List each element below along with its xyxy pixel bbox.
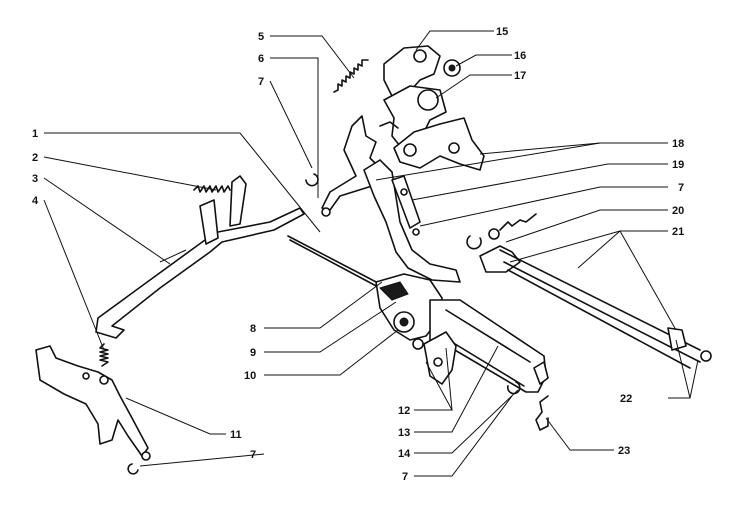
part-small-20 [466,213,537,250]
callout-16: 16 [514,50,526,62]
callout-4: 4 [32,195,39,207]
callout-7a: 7 [258,76,264,88]
callout-22: 22 [620,393,632,405]
callout-9: 9 [250,347,256,359]
callout-8: 8 [250,323,256,335]
callout-1: 1 [32,128,38,140]
callout-7c: 7 [402,471,408,483]
part-spring-5 [333,59,369,93]
leader-lines [43,30,699,477]
callout-17: 17 [514,70,526,82]
callout-12: 12 [398,405,410,417]
callout-7d: 7 [678,182,684,194]
part-spring-2 [193,185,231,193]
part-clip-14 [507,381,521,395]
part-clip-7b [305,173,319,187]
part-spring-4 [99,343,109,367]
callout-21: 21 [672,226,684,238]
part-vertical-link [363,159,461,283]
part-rod-1 [287,235,381,289]
part-lever-3 [95,175,305,339]
part-cluster-15-16-17 [379,45,485,171]
part-bracket-12-13 [423,299,549,393]
part-hook-23 [535,395,549,431]
callout-15: 15 [496,26,508,38]
callout-23: 23 [618,445,630,457]
callout-18: 18 [672,138,684,150]
callout-10: 10 [244,370,256,382]
part-housing-8-9-10 [375,273,443,350]
callout-labels: 1 2 3 4 5 6 7 8 9 10 11 7 12 13 14 7 15 … [32,26,684,483]
callout-14: 14 [398,448,411,460]
callout-13: 13 [398,427,410,439]
callout-2: 2 [32,152,38,164]
callout-3: 3 [32,173,38,185]
part-shaft-21-22 [479,245,712,369]
callout-7b: 7 [250,449,256,461]
callout-20: 20 [672,205,684,217]
part-bracket-11 [35,345,151,461]
callout-6: 6 [258,53,264,65]
part-clip-7a [127,463,139,475]
callout-5: 5 [258,31,264,43]
callout-11: 11 [230,429,242,441]
callout-19: 19 [672,159,684,171]
